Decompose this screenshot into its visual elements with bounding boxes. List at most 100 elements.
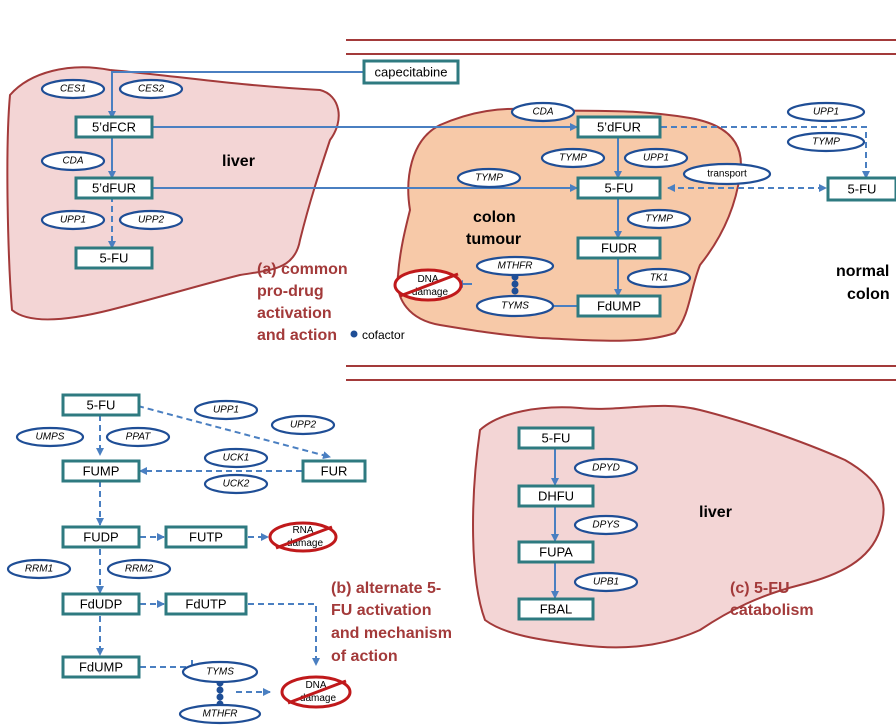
enzyme-umps: UMPS <box>15 426 85 448</box>
liver-label-c: liver <box>699 504 732 521</box>
panel-a-title-4: and action <box>257 327 337 344</box>
svg-text:UPP1: UPP1 <box>60 215 86 226</box>
tumour-5fu-box: 5-FU <box>576 176 662 200</box>
liver-shape-a <box>6 66 340 321</box>
liver-5dfcr-box: 5’dFCR <box>74 115 154 139</box>
enzyme-cda-tumour: CDA <box>510 101 576 123</box>
svg-text:MTHFR: MTHFR <box>203 709 238 720</box>
svg-text:damage: damage <box>412 287 449 298</box>
normal-label-line1: normal <box>836 263 889 280</box>
svg-text:5’dFCR: 5’dFCR <box>92 120 136 135</box>
enzyme-uck2: UCK2 <box>203 473 269 495</box>
enzyme-dpyd: DPYD <box>573 457 639 479</box>
enzyme-upp2-liver: UPP2 <box>118 209 184 231</box>
svg-text:5’dFUR: 5’dFUR <box>92 181 136 196</box>
svg-text:damage: damage <box>287 538 324 549</box>
liver-5fu-box: 5-FU <box>74 246 154 270</box>
liver-5dfur-box: 5’dFUR <box>74 176 154 200</box>
liver-label-a: liver <box>222 153 255 170</box>
panel-a-arrows <box>108 71 870 313</box>
enzyme-mthfr-a: MTHFR <box>475 255 555 277</box>
fump-box: FUMP <box>61 459 141 483</box>
tumour-label-line1: colon <box>473 209 516 226</box>
b-5fu-box: 5-FU <box>61 393 141 417</box>
svg-text:UPP2: UPP2 <box>138 215 165 226</box>
svg-text:PPAT: PPAT <box>126 432 152 443</box>
tumour-fudr-box: FUDR <box>576 236 662 260</box>
transport-label: transport <box>682 162 772 186</box>
enzyme-ces2: CES2 <box>118 78 184 100</box>
svg-text:RNA: RNA <box>292 525 313 536</box>
enzyme-cda-liver: CDA <box>40 150 106 172</box>
svg-text:5-FU: 5-FU <box>87 398 116 413</box>
svg-text:transport: transport <box>707 169 747 180</box>
svg-text:UCK1: UCK1 <box>223 453 250 464</box>
cofactor-label: cofactor <box>362 328 405 342</box>
fdutp-box: FdUTP <box>164 592 248 616</box>
svg-text:FUDR: FUDR <box>601 241 637 256</box>
cofactor-chain-b <box>216 679 224 708</box>
svg-text:UPB1: UPB1 <box>593 577 619 588</box>
svg-text:CDA: CDA <box>62 156 83 167</box>
enzyme-tk1: TK1 <box>626 267 692 289</box>
svg-text:FBAL: FBAL <box>540 602 573 617</box>
svg-text:FdUTP: FdUTP <box>185 597 226 612</box>
enzyme-upb1: UPB1 <box>573 571 639 593</box>
svg-text:TYMP: TYMP <box>475 173 503 184</box>
svg-text:FUDP: FUDP <box>83 530 118 545</box>
futp-box: FUTP <box>164 525 248 549</box>
enzyme-ppat: PPAT <box>105 426 171 448</box>
dna-damage-a: DNA damage <box>393 268 463 302</box>
panel-a-title-2: pro-drug <box>257 283 324 300</box>
normal-label-line2: colon <box>847 286 890 303</box>
svg-text:CES2: CES2 <box>138 84 165 95</box>
svg-text:FUTP: FUTP <box>189 530 223 545</box>
enzyme-tymp-tumour-1: TYMP <box>540 147 606 169</box>
enzyme-rrm1: RRM1 <box>6 558 72 580</box>
cofactor-chain-a <box>511 273 519 295</box>
normal-5fu-box: 5-FU <box>826 176 896 202</box>
enzyme-ces1: CES1 <box>40 78 106 100</box>
b-fdump-box: FdUMP <box>61 655 141 679</box>
enzyme-tymp-normal: TYMP <box>786 131 866 153</box>
svg-text:TYMS: TYMS <box>501 301 529 312</box>
dna-damage-b: DNA damage <box>280 675 352 709</box>
svg-text:UPP1: UPP1 <box>213 405 239 416</box>
dhfu-box: DHFU <box>517 484 595 508</box>
svg-text:capecitabine: capecitabine <box>375 65 448 80</box>
enzyme-upp1-tumour: UPP1 <box>623 147 689 169</box>
panel-c-title-2: catabolism <box>730 602 814 619</box>
svg-text:5-FU: 5-FU <box>100 251 129 266</box>
panel-a-title-3: activation <box>257 305 332 322</box>
fbal-box: FBAL <box>517 597 595 621</box>
svg-text:DHFU: DHFU <box>538 489 574 504</box>
tumour-label-line2: tumour <box>466 231 521 248</box>
svg-text:TYMP: TYMP <box>559 153 587 164</box>
panel-b-title-2: FU activation <box>331 602 431 619</box>
svg-text:FdUMP: FdUMP <box>597 299 641 314</box>
svg-text:FdUMP: FdUMP <box>79 660 123 675</box>
panel-b-title-1: (b) alternate 5- <box>331 580 441 597</box>
enzyme-tymp-tumour-3: TYMP <box>626 208 692 230</box>
panel-b-title-4: of action <box>331 648 398 665</box>
fur-box: FUR <box>301 459 367 483</box>
svg-text:FUR: FUR <box>321 464 348 479</box>
svg-text:FUPA: FUPA <box>539 545 573 560</box>
fupa-box: FUPA <box>517 540 595 564</box>
svg-text:UPP2: UPP2 <box>290 420 317 431</box>
cofactor-legend: cofactor <box>350 328 405 342</box>
enzyme-upp1-liver: UPP1 <box>40 209 106 231</box>
tumour-5dfur-box: 5’dFUR <box>576 115 662 139</box>
svg-text:UPP1: UPP1 <box>813 107 839 118</box>
svg-text:5’dFUR: 5’dFUR <box>597 120 641 135</box>
enzyme-tyms-b: TYMS <box>181 660 259 684</box>
enzyme-upp1-normal: UPP1 <box>786 101 866 123</box>
svg-text:DPYD: DPYD <box>592 463 620 474</box>
svg-text:FUMP: FUMP <box>83 464 120 479</box>
svg-text:TYMS: TYMS <box>206 667 234 678</box>
svg-text:CES1: CES1 <box>60 84 86 95</box>
enzyme-upp1-b: UPP1 <box>193 399 259 421</box>
svg-text:UCK2: UCK2 <box>223 479 250 490</box>
fudp-box: FUDP <box>61 525 141 549</box>
